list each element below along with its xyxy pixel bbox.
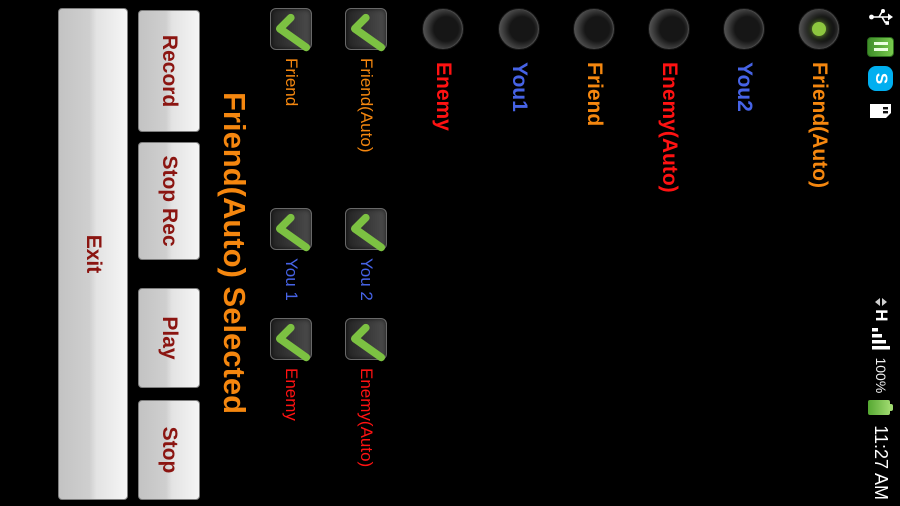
radio-button[interactable] [573, 8, 615, 50]
radio-label: Enemy(Auto) [658, 62, 681, 193]
checkbox[interactable] [270, 208, 312, 252]
checkbox-option-you2[interactable]: You 2 [345, 208, 387, 301]
radio-label: Friend [583, 62, 606, 127]
skype-letter: S [872, 72, 891, 85]
radio-option-enemy[interactable]: Enemy [422, 8, 464, 131]
signal-strength-icon [872, 328, 890, 350]
selection-status-text: Friend(Auto) Selected [217, 91, 252, 415]
green-app-icon [867, 37, 895, 57]
play-button[interactable]: Play [138, 288, 200, 388]
radio-option-friend[interactable]: Friend [573, 8, 615, 126]
checkbox-option-enemy[interactable]: Enemy [270, 318, 312, 421]
radio-option-friend-auto[interactable]: Friend(Auto) [798, 8, 840, 188]
checkbox-label: Enemy [282, 368, 301, 421]
radio-button[interactable] [798, 8, 840, 50]
checkbox-option-enemy-auto[interactable]: Enemy(Auto) [345, 318, 387, 467]
check-icon [350, 213, 386, 252]
data-arrows-icon [875, 298, 887, 307]
radio-option-you2[interactable]: You2 [723, 8, 765, 112]
checkbox-label: Friend [282, 58, 301, 107]
checkbox-label: You 2 [357, 258, 376, 301]
stop-button[interactable]: Stop [138, 400, 200, 500]
checkbox[interactable] [345, 318, 387, 362]
usb-icon [869, 9, 893, 25]
checkbox-label: You 1 [282, 258, 301, 301]
exit-button[interactable]: Exit [58, 8, 128, 500]
check-icon [275, 323, 311, 362]
radio-button[interactable] [648, 8, 690, 50]
checkbox-option-friend[interactable]: Friend [270, 8, 312, 106]
record-button[interactable]: Record [138, 10, 200, 132]
check-icon [275, 13, 311, 52]
notification-area: S [862, 6, 900, 120]
radio-label: Friend(Auto) [808, 62, 831, 188]
check-icon [350, 13, 386, 52]
radio-option-enemy-auto[interactable]: Enemy(Auto) [648, 8, 690, 193]
radio-label: You1 [508, 62, 531, 112]
checkbox-option-friend-auto[interactable]: Friend(Auto) [345, 8, 387, 152]
radio-option-you1[interactable]: You1 [498, 8, 540, 112]
status-bar: S H [862, 0, 900, 506]
check-icon [350, 323, 386, 362]
stop-rec-button[interactable]: Stop Rec [138, 142, 200, 260]
checkbox-label: Enemy(Auto) [357, 368, 376, 468]
clock: 11:27 AM [871, 425, 892, 500]
radio-label: You2 [733, 62, 756, 112]
skype-icon: S [868, 66, 894, 91]
checkbox[interactable] [270, 318, 312, 362]
radio-button[interactable] [498, 8, 540, 50]
checkbox[interactable] [345, 8, 387, 52]
battery-percent: 100% [873, 357, 889, 394]
network-indicator-label: H [872, 309, 891, 322]
radio-label: Enemy [432, 62, 455, 131]
checkbox[interactable] [270, 8, 312, 52]
system-status-area: H 100% 11:27 AM [862, 298, 900, 500]
checkbox-label: Friend(Auto) [357, 58, 376, 153]
radio-button[interactable] [723, 8, 765, 50]
radio-button[interactable] [422, 8, 464, 50]
checkbox-option-you1[interactable]: You 1 [270, 208, 312, 301]
check-icon [275, 213, 311, 252]
battery-icon [868, 400, 891, 416]
mobile-data-h-icon: H [871, 298, 891, 321]
memory-card-icon [870, 104, 892, 118]
checkbox[interactable] [345, 208, 387, 252]
